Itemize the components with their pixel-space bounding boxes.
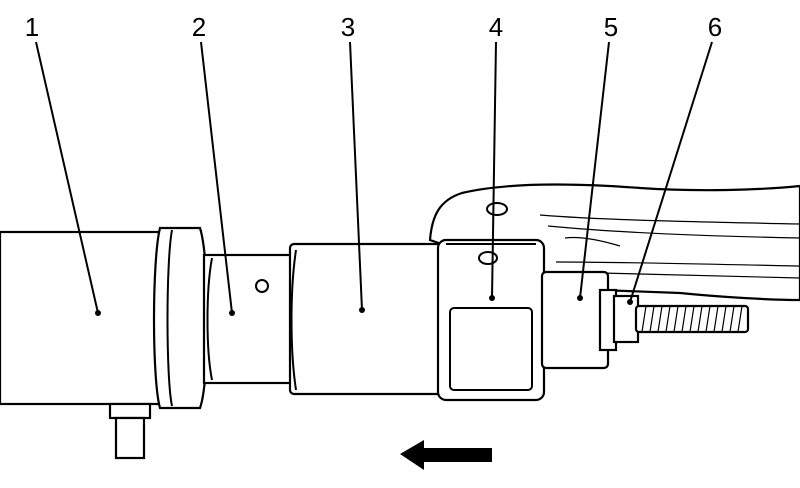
callout-4: 4 [489, 12, 503, 42]
callout-3: 3 [341, 12, 355, 42]
callout-5: 5 [604, 12, 618, 42]
forcing-screw [612, 294, 750, 344]
leader-lines [35, 41, 713, 316]
callout-6: 6 [708, 12, 722, 42]
receiver-cup [288, 242, 444, 396]
collar-nut [540, 270, 618, 370]
adapter-sleeve [202, 253, 298, 385]
ball-joint-housing [436, 238, 546, 402]
callout-1: 1 [25, 12, 39, 42]
callout-2: 2 [192, 12, 206, 42]
main-cylinder [0, 226, 209, 460]
direction-arrow-icon [400, 440, 492, 470]
